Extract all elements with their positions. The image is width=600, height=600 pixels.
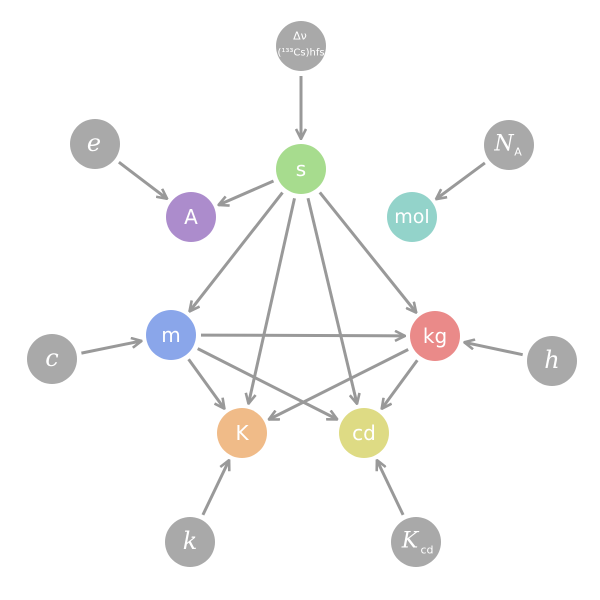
node-A-circle (166, 192, 216, 242)
constant-dnu-bottom: (¹³³Cs)hfs (277, 48, 324, 59)
node-A-label: A (184, 205, 198, 229)
constant-k: k (165, 517, 215, 567)
node-K-circle (217, 408, 267, 458)
node-s-label: s (296, 157, 306, 181)
constant-NA: N A (484, 120, 534, 170)
constant-c-circle (27, 334, 77, 384)
node-kg: kg (410, 311, 460, 361)
constant-dnu-top: Δν (293, 30, 307, 43)
constant-dnu-circle (276, 21, 326, 71)
node-s: s (276, 144, 326, 194)
edge-h-to-kg (464, 342, 524, 357)
constant-NA-circle (484, 120, 534, 170)
edge-s-to-cd (306, 197, 357, 404)
node-cd: cd (339, 408, 389, 458)
constant-NA-sub: A (514, 146, 522, 159)
constant-Kcd-label: K (401, 529, 420, 554)
constant-h-circle (527, 336, 577, 386)
edge-m-to-kg (200, 335, 405, 336)
node-kg-circle (410, 311, 460, 361)
edge-s-to-A (219, 179, 275, 205)
node-s-circle (276, 144, 326, 194)
node-m: m (146, 310, 196, 360)
constant-Kcd-sub: cd (420, 544, 433, 557)
edge-kg-to-K (269, 348, 409, 421)
node-cd-circle (339, 408, 389, 458)
constant-e: e (70, 119, 120, 169)
edge-s-to-kg (318, 191, 416, 312)
edge-e-to-A (117, 161, 167, 199)
edge-k-to-K (201, 460, 229, 516)
edges-layer (81, 76, 524, 516)
constant-h-label: h (544, 346, 559, 374)
node-A: A (166, 192, 216, 242)
constant-e-label: e (87, 129, 101, 157)
node-m-circle (146, 310, 196, 360)
edge-kg-to-cd (382, 359, 419, 409)
edge-m-to-K (187, 358, 225, 408)
constant-Kcd-circle (391, 517, 441, 567)
edge-c-to-m (81, 341, 141, 355)
edge-m-to-cd (197, 347, 338, 421)
constant-Kcd: K cd (391, 517, 441, 567)
node-cd-label: cd (352, 421, 376, 445)
constant-k-label: k (183, 527, 198, 555)
constant-e-circle (70, 119, 120, 169)
node-K: K (217, 408, 267, 458)
edge-NA-to-mol (436, 161, 486, 199)
node-m-label: m (161, 323, 180, 347)
constant-c-label: c (45, 344, 58, 372)
edge-Kcd-to-cd (377, 460, 405, 516)
node-mol-circle (387, 192, 437, 242)
edge-s-to-K (249, 197, 296, 403)
node-mol-label: mol (394, 206, 429, 228)
node-mol: mol (387, 192, 437, 242)
constant-NA-label: N (493, 132, 514, 157)
node-kg-label: kg (423, 324, 447, 348)
constant-k-circle (165, 517, 215, 567)
constant-h: h (527, 336, 577, 386)
constant-dnu: Δν (¹³³Cs)hfs (276, 21, 326, 71)
edge-s-to-m (190, 191, 284, 312)
constant-c: c (27, 334, 77, 384)
node-K-label: K (235, 421, 249, 445)
